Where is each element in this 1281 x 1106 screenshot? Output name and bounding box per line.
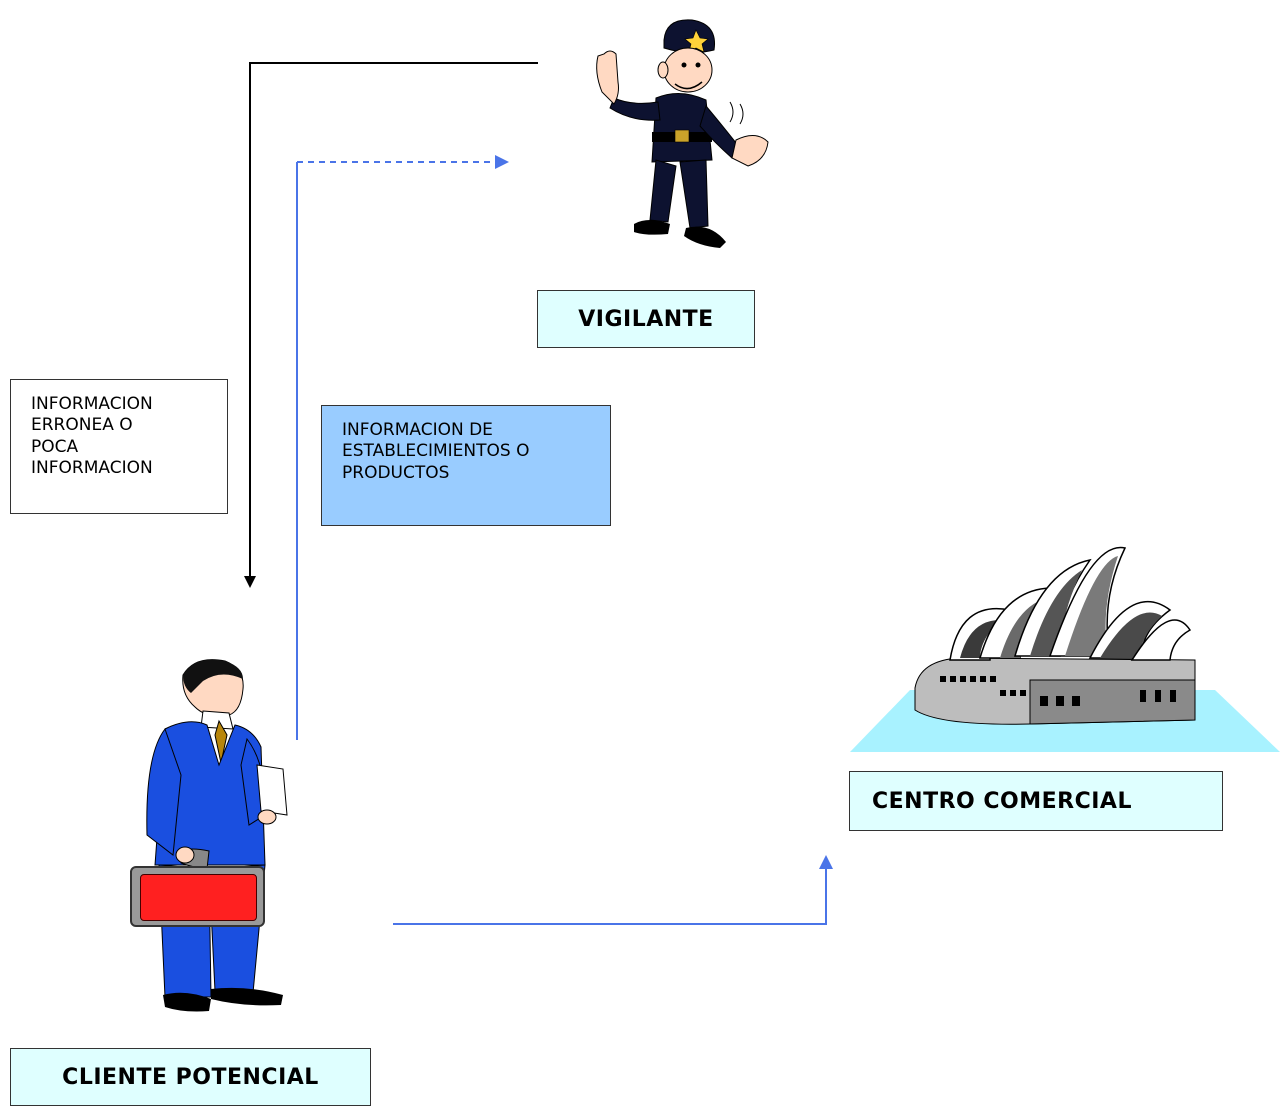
police-officer-icon xyxy=(596,19,769,248)
note-erronea-line: POCA xyxy=(31,436,79,457)
cliente-potencial-label: CLIENTE POTENCIAL xyxy=(10,1048,371,1106)
note-info-line: PRODUCTOS xyxy=(342,462,450,483)
note-erronea-line: INFORMACION xyxy=(31,394,153,414)
businessman-icon xyxy=(146,659,288,1012)
vigilante-label: VIGILANTE xyxy=(537,290,755,348)
centro-comercial-label: CENTRO COMERCIAL xyxy=(849,771,1223,831)
opera-house-icon xyxy=(850,546,1280,752)
arrow-vigilante-to-cliente xyxy=(244,62,538,588)
note-info-line: INFORMACION DE xyxy=(342,420,493,440)
note-erronea-line: ERRONEA O xyxy=(31,415,133,436)
note-info-line: ESTABLECIMIENTOS O xyxy=(342,441,530,462)
note-informacion-establecimientos: INFORMACION DE ESTABLECIMIENTOS O PRODUC… xyxy=(321,405,611,526)
vigilante-label-text: VIGILANTE xyxy=(578,306,714,332)
cliente-potencial-label-text: CLIENTE POTENCIAL xyxy=(62,1064,319,1090)
centro-comercial-label-text: CENTRO COMERCIAL xyxy=(872,788,1132,814)
note-informacion-erronea: INFORMACION ERRONEA O POCA INFORMACION xyxy=(10,379,228,514)
briefcase-panel xyxy=(140,874,257,921)
arrow-cliente-to-centro xyxy=(393,855,833,925)
note-erronea-line: INFORMACION xyxy=(31,457,153,478)
briefcase-icon xyxy=(130,866,265,927)
